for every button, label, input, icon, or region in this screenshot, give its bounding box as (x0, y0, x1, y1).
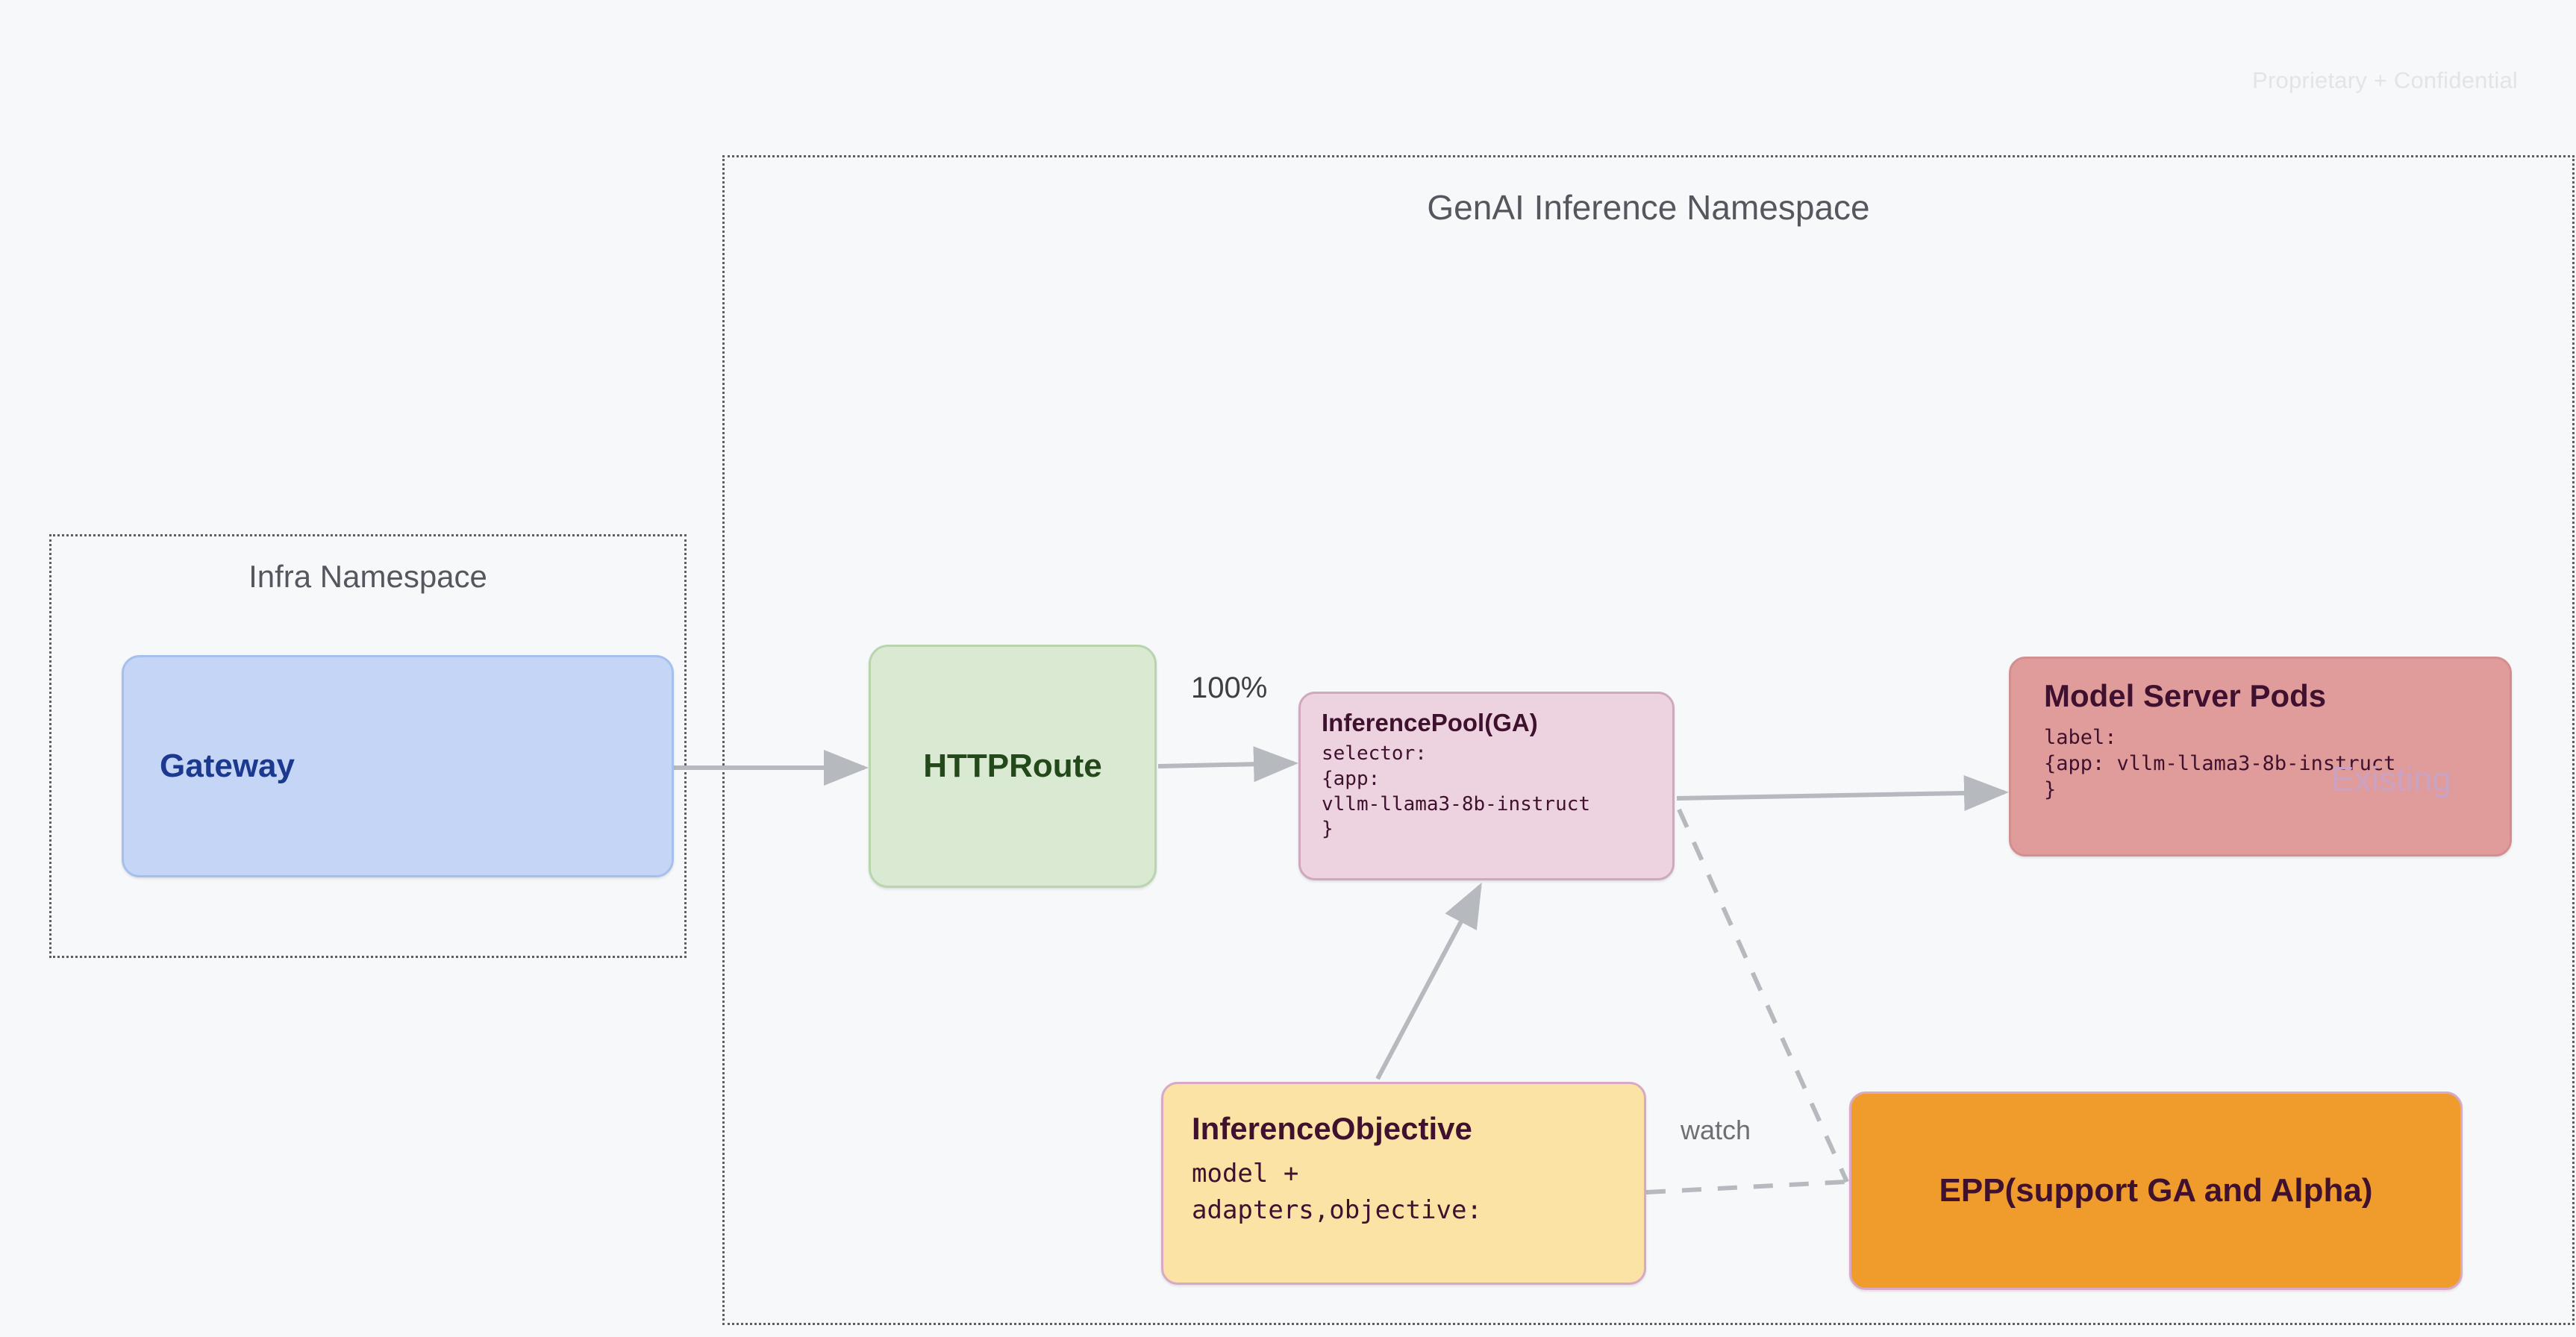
gateway-title: Gateway (160, 748, 295, 784)
httproute-title: HTTPRoute (923, 748, 1102, 784)
inferencepool-selector-body: selector: {app: vllm-llama3-8b-instruct … (1322, 742, 1591, 841)
existing-watermark: Existing (2330, 760, 2451, 798)
infra-namespace-container: Infra Namespace (49, 534, 687, 958)
inferenceobjective-title: InferenceObjective (1192, 1111, 1472, 1146)
inferenceobjective-body: model + adapters,objective: (1192, 1159, 1482, 1226)
genai-inference-namespace-container: GenAI Inference Namespace (722, 155, 2575, 1325)
confidential-notice: Proprietary + Confidential (2252, 67, 2518, 93)
node-model-server-pods[interactable]: Model Server Pods label: {app: vllm-llam… (2009, 657, 2512, 857)
inferencepool-title: InferencePool(GA) (1322, 709, 1538, 736)
model-server-pods-label-body: label: {app: vllm-llama3-8b-instruct } (2044, 726, 2396, 802)
epp-title: EPP(support GA and Alpha) (1939, 1172, 2373, 1209)
node-gateway[interactable]: Gateway (122, 655, 674, 877)
node-epp[interactable]: EPP(support GA and Alpha) (1849, 1092, 2463, 1290)
node-inferenceobjective[interactable]: InferenceObjective model + adapters,obje… (1161, 1082, 1646, 1285)
genai-namespace-title: GenAI Inference Namespace (1427, 188, 1870, 227)
edge-label-watch: watch (1681, 1115, 1751, 1145)
infra-namespace-title: Infra Namespace (248, 559, 487, 594)
node-httproute[interactable]: HTTPRoute (869, 645, 1157, 888)
edge-label-traffic-split: 100% (1191, 671, 1268, 704)
model-server-pods-title: Model Server Pods (2044, 678, 2327, 713)
node-inferencepool[interactable]: InferencePool(GA) selector: {app: vllm-l… (1298, 692, 1675, 880)
